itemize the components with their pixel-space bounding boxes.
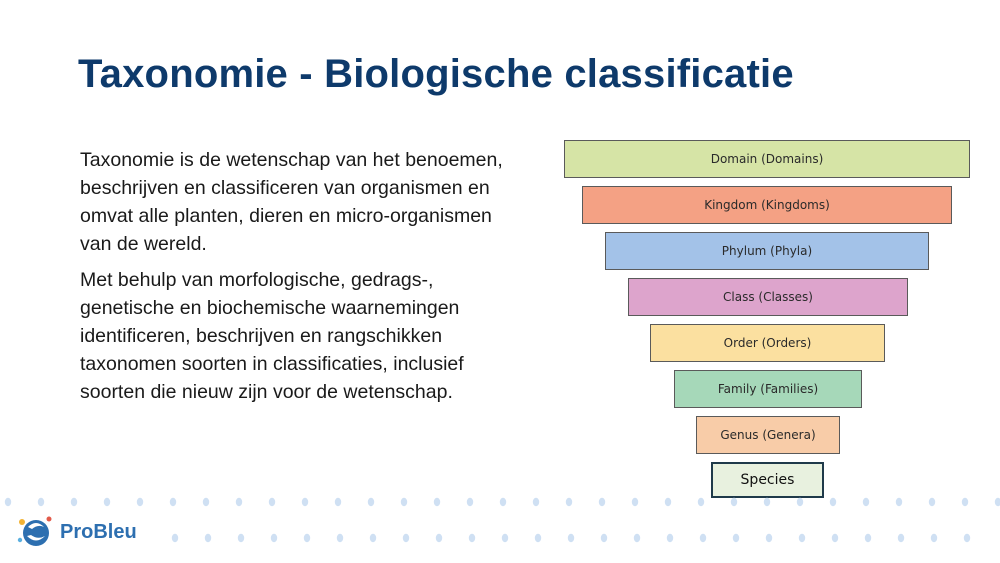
decorative-dot (532, 497, 540, 507)
decorative-dot (994, 497, 1000, 507)
decorative-dot (204, 533, 212, 543)
decorative-dot (763, 497, 771, 507)
decorative-dot (664, 497, 672, 507)
paragraph-definition: Taxonomie is de wetenschap van het benoe… (80, 149, 503, 255)
decorative-dot (895, 497, 903, 507)
decorative-dot (433, 497, 441, 507)
decorative-dot (963, 533, 971, 543)
decorative-dot (301, 497, 309, 507)
decorative-dot (730, 497, 738, 507)
decorative-dot (600, 533, 608, 543)
decorative-dot (270, 533, 278, 543)
decorative-dot (235, 497, 243, 507)
decorative-dot (697, 497, 705, 507)
level-order: Order (Orders) (650, 324, 885, 362)
decorative-dot (961, 497, 969, 507)
decorative-dot (402, 533, 410, 543)
decorative-dot (831, 533, 839, 543)
level-phylum: Phylum (Phyla) (605, 232, 929, 270)
decorative-dot (171, 533, 179, 543)
decorative-dot (367, 497, 375, 507)
level-family: Family (Families) (674, 370, 862, 408)
logo-text: ProBleu (60, 520, 137, 543)
decorative-dot (336, 533, 344, 543)
decorative-dot (534, 533, 542, 543)
decorative-dot (732, 533, 740, 543)
decorative-dot (796, 497, 804, 507)
decorative-dot (598, 497, 606, 507)
decorative-dot (70, 497, 78, 507)
decorative-dot (765, 533, 773, 543)
decorative-dot (930, 533, 938, 543)
decorative-dot (928, 497, 936, 507)
level-genus: Genus (Genera) (696, 416, 840, 454)
decorative-dot (565, 497, 573, 507)
decorative-dot (829, 497, 837, 507)
decorative-dot (369, 533, 377, 543)
decorative-dot (501, 533, 509, 543)
decorative-dot (169, 497, 177, 507)
decorative-dot (897, 533, 905, 543)
body-text: Taxonomie is de wetenschap van het benoe… (80, 146, 510, 414)
decorative-dot (499, 497, 507, 507)
decorative-dot (633, 533, 641, 543)
decorative-dot (864, 533, 872, 543)
probleu-logo-icon (17, 516, 52, 546)
level-kingdom: Kingdom (Kingdoms) (582, 186, 952, 224)
decorative-dot (699, 533, 707, 543)
decorative-dot (268, 497, 276, 507)
decorative-dot (237, 533, 245, 543)
decorative-dot (798, 533, 806, 543)
paragraph-methods: Met behulp van morfologische, gedrags-, … (80, 269, 464, 403)
decorative-dot (400, 497, 408, 507)
decorative-dot (466, 497, 474, 507)
decorative-dot (37, 497, 45, 507)
level-class: Class (Classes) (628, 278, 908, 316)
decorative-dot (202, 497, 210, 507)
decorative-dot (435, 533, 443, 543)
level-domain: Domain (Domains) (564, 140, 970, 178)
decorative-dot (136, 497, 144, 507)
decorative-dot (303, 533, 311, 543)
decorative-dot (666, 533, 674, 543)
decorative-dot (103, 497, 111, 507)
decorative-dot (468, 533, 476, 543)
level-species: Species (711, 462, 824, 498)
slide-title: Taxonomie - Biologische classificatie (78, 52, 794, 96)
decorative-dot (334, 497, 342, 507)
decorative-dot (631, 497, 639, 507)
probleu-logo: ProBleu (16, 514, 137, 550)
decorative-dots (4, 497, 1000, 543)
decorative-dot (862, 497, 870, 507)
decorative-dot (4, 497, 12, 507)
decorative-dot (567, 533, 575, 543)
